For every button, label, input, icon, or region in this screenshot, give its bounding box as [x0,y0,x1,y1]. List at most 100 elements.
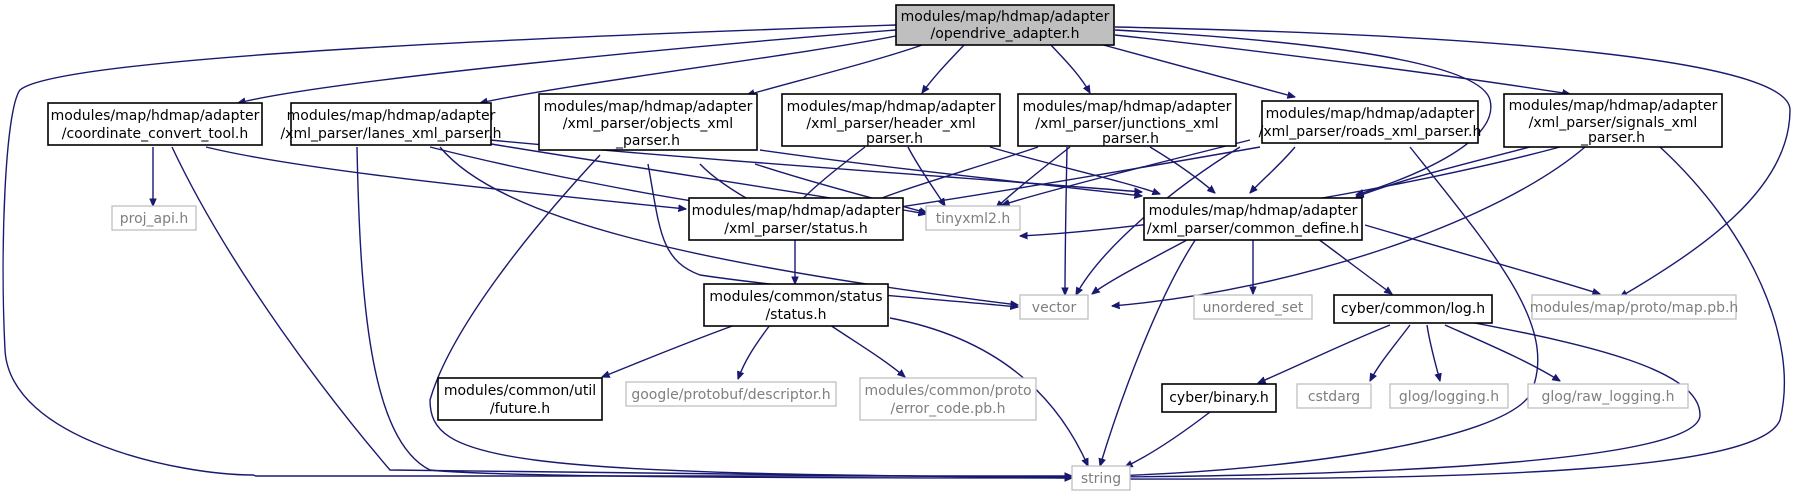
node-label: /future.h [490,401,550,417]
edge-lanes-to-vector [439,146,1018,305]
edge-root-to-common-define [1114,29,1492,195]
node-cyber-binary[interactable]: cyber/binary.h [1161,383,1277,413]
node-xml-parser-status[interactable]: modules/map/hdmap/adapter /xml_parser/st… [688,197,904,241]
node-label: /xml_parser/lanes_xml_parser.h [280,126,501,142]
node-label: proj_api.h [120,211,188,227]
edge-lanes-to-status [429,146,712,204]
edge-lanes-to-string [356,146,1072,478]
node-label: /status.h [765,307,826,323]
edge-root-to-junctions-xml-parser [1049,43,1090,93]
node-objects-xml-parser[interactable]: modules/map/hdmap/adapter /xml_parser/ob… [538,93,758,151]
edge-coordinate-to-string [171,146,1072,478]
node-label: _parser.h [858,131,923,147]
edge-root-to-lanes-xml-parser [480,35,897,103]
node-label: /xml_parser/junctions_xml [1035,116,1218,132]
edge-signals-to-common-define [1356,146,1531,197]
edge-log-to-binary [1258,324,1391,384]
node-label: /xml_parser/common_define.h [1147,221,1359,237]
node-roads-xml-parser[interactable]: modules/map/hdmap/adapter /xml_parser/ro… [1259,100,1482,144]
node-label: modules/map/hdmap/adapter [1149,203,1358,219]
edge-common-define-to-vector [1092,232,1201,294]
edge-root-to-objects-xml-parser [747,43,926,95]
node-label: unordered_set [1203,300,1304,316]
node-signals-xml-parser[interactable]: modules/map/hdmap/adapter /xml_parser/si… [1503,93,1723,148]
edge-junctions-to-vector [1065,146,1067,295]
node-label: cyber/binary.h [1169,390,1269,406]
edge-log-to-string [1112,321,1701,477]
node-label: _parser.h [615,133,680,149]
node-label: modules/map/hdmap/adapter [544,99,753,115]
node-label: modules/map/hdmap/adapter [787,99,996,115]
node-label: modules/map/hdmap/adapter [1023,99,1232,115]
node-label: /opendrive_adapter.h [931,26,1080,42]
edge-objects-to-vector [647,163,1018,307]
edge-log-to-glog-logging [1426,324,1440,381]
node-proj-api[interactable]: proj_api.h [111,205,197,231]
node-cstdarg[interactable]: cstdarg [1296,383,1372,409]
node-label: modules/common/status [709,289,882,305]
edge-common-define-to-string [1100,232,1201,466]
edge-root-to-map-pb [1114,26,1791,297]
edge-header-to-tinyxml [907,146,945,206]
node-junctions-xml-parser[interactable]: modules/map/hdmap/adapter /xml_parser/ju… [1017,93,1237,147]
node-label: /xml_parser/roads_xml_parser.h [1259,124,1482,140]
edge-root-to-roads-xml-parser [1084,39,1295,97]
edge-signals-to-vector [1112,146,1586,306]
node-glog-raw-logging[interactable]: glog/raw_logging.h [1527,383,1689,409]
edge-junctions-to-common-define [1149,146,1215,193]
edge-common-status-to-error-code [829,324,905,377]
node-common-define[interactable]: modules/map/hdmap/adapter /xml_parser/co… [1143,197,1363,241]
edge-roads-to-tinyxml [1002,139,1251,205]
node-label: modules/map/hdmap/adapter [51,108,260,124]
edge-objects-to-string [429,154,1072,477]
node-label: modules/map/hdmap/adapter [287,108,496,124]
node-label: /xml_parser/signals_xml [1529,115,1698,131]
node-label: _parser.h [1094,131,1159,147]
node-label: /error_code.pb.h [891,401,1006,417]
node-label: _parser.h [1580,130,1645,146]
node-label: /xml_parser/objects_xml [563,116,733,132]
node-label: tinyxml2.h [936,211,1011,227]
dependency-edges [2,24,1791,479]
node-label: modules/map/hdmap/adapter [1509,98,1718,114]
node-label: /coordinate_convert_tool.h [62,126,249,142]
node-string[interactable]: string [1071,465,1131,491]
node-label: modules/map/hdmap/adapter [1266,106,1475,122]
edge-binary-to-string [1125,411,1211,468]
node-cyber-common-log[interactable]: cyber/common/log.h [1333,294,1493,324]
edge-signals-to-string [1112,146,1786,479]
node-label: modules/common/util [444,383,596,399]
node-label: modules/common/proto [864,383,1031,399]
edge-log-to-raw-logging [1444,324,1560,381]
edge-root-to-header-xml-parser [922,43,966,93]
edge-header-to-common-define [989,146,1160,194]
node-protobuf-descriptor[interactable]: google/protobuf/descriptor.h [625,381,837,407]
node-common-status[interactable]: modules/common/status /status.h [703,283,889,327]
node-unordered-set[interactable]: unordered_set [1193,294,1313,320]
node-glog-logging[interactable]: glog/logging.h [1389,383,1509,409]
edge-log-to-cstdarg [1370,324,1411,381]
node-error-code-pb[interactable]: modules/common/proto /error_code.pb.h [859,377,1037,421]
node-label: /xml_parser/header_xml [806,116,975,132]
node-common-util-future[interactable]: modules/common/util /future.h [437,377,603,421]
edge-roads-to-string [1110,146,1539,476]
node-label: cstdarg [1308,389,1360,405]
edge-root-to-coordinate-convert-tool [238,29,897,103]
edge-objects-to-tinyxml [754,163,927,213]
edge-roads-to-common-define [1250,146,1296,193]
node-opendrive-adapter[interactable]: modules/map/hdmap/adapter /opendrive_ada… [895,4,1115,46]
node-vector[interactable]: vector [1019,294,1089,320]
edge-roads-to-vector [1076,146,1241,295]
node-label: string [1081,471,1121,487]
node-lanes-xml-parser[interactable]: modules/map/hdmap/adapter /xml_parser/la… [280,102,502,146]
node-coordinate-convert-tool[interactable]: modules/map/hdmap/adapter /coordinate_co… [47,102,263,146]
edge-common-status-to-future [602,324,736,377]
node-header-xml-parser[interactable]: modules/map/hdmap/adapter /xml_parser/he… [781,93,1001,147]
edge-objects-to-common-define [759,149,1142,196]
edge-common-status-to-string [889,317,1089,466]
node-tinyxml2[interactable]: tinyxml2.h [925,205,1021,231]
edge-junctions-to-tinyxml [996,146,1071,208]
edge-common-define-to-log [1309,232,1392,294]
node-map-pb[interactable]: modules/map/proto/map.pb.h [1530,294,1739,320]
